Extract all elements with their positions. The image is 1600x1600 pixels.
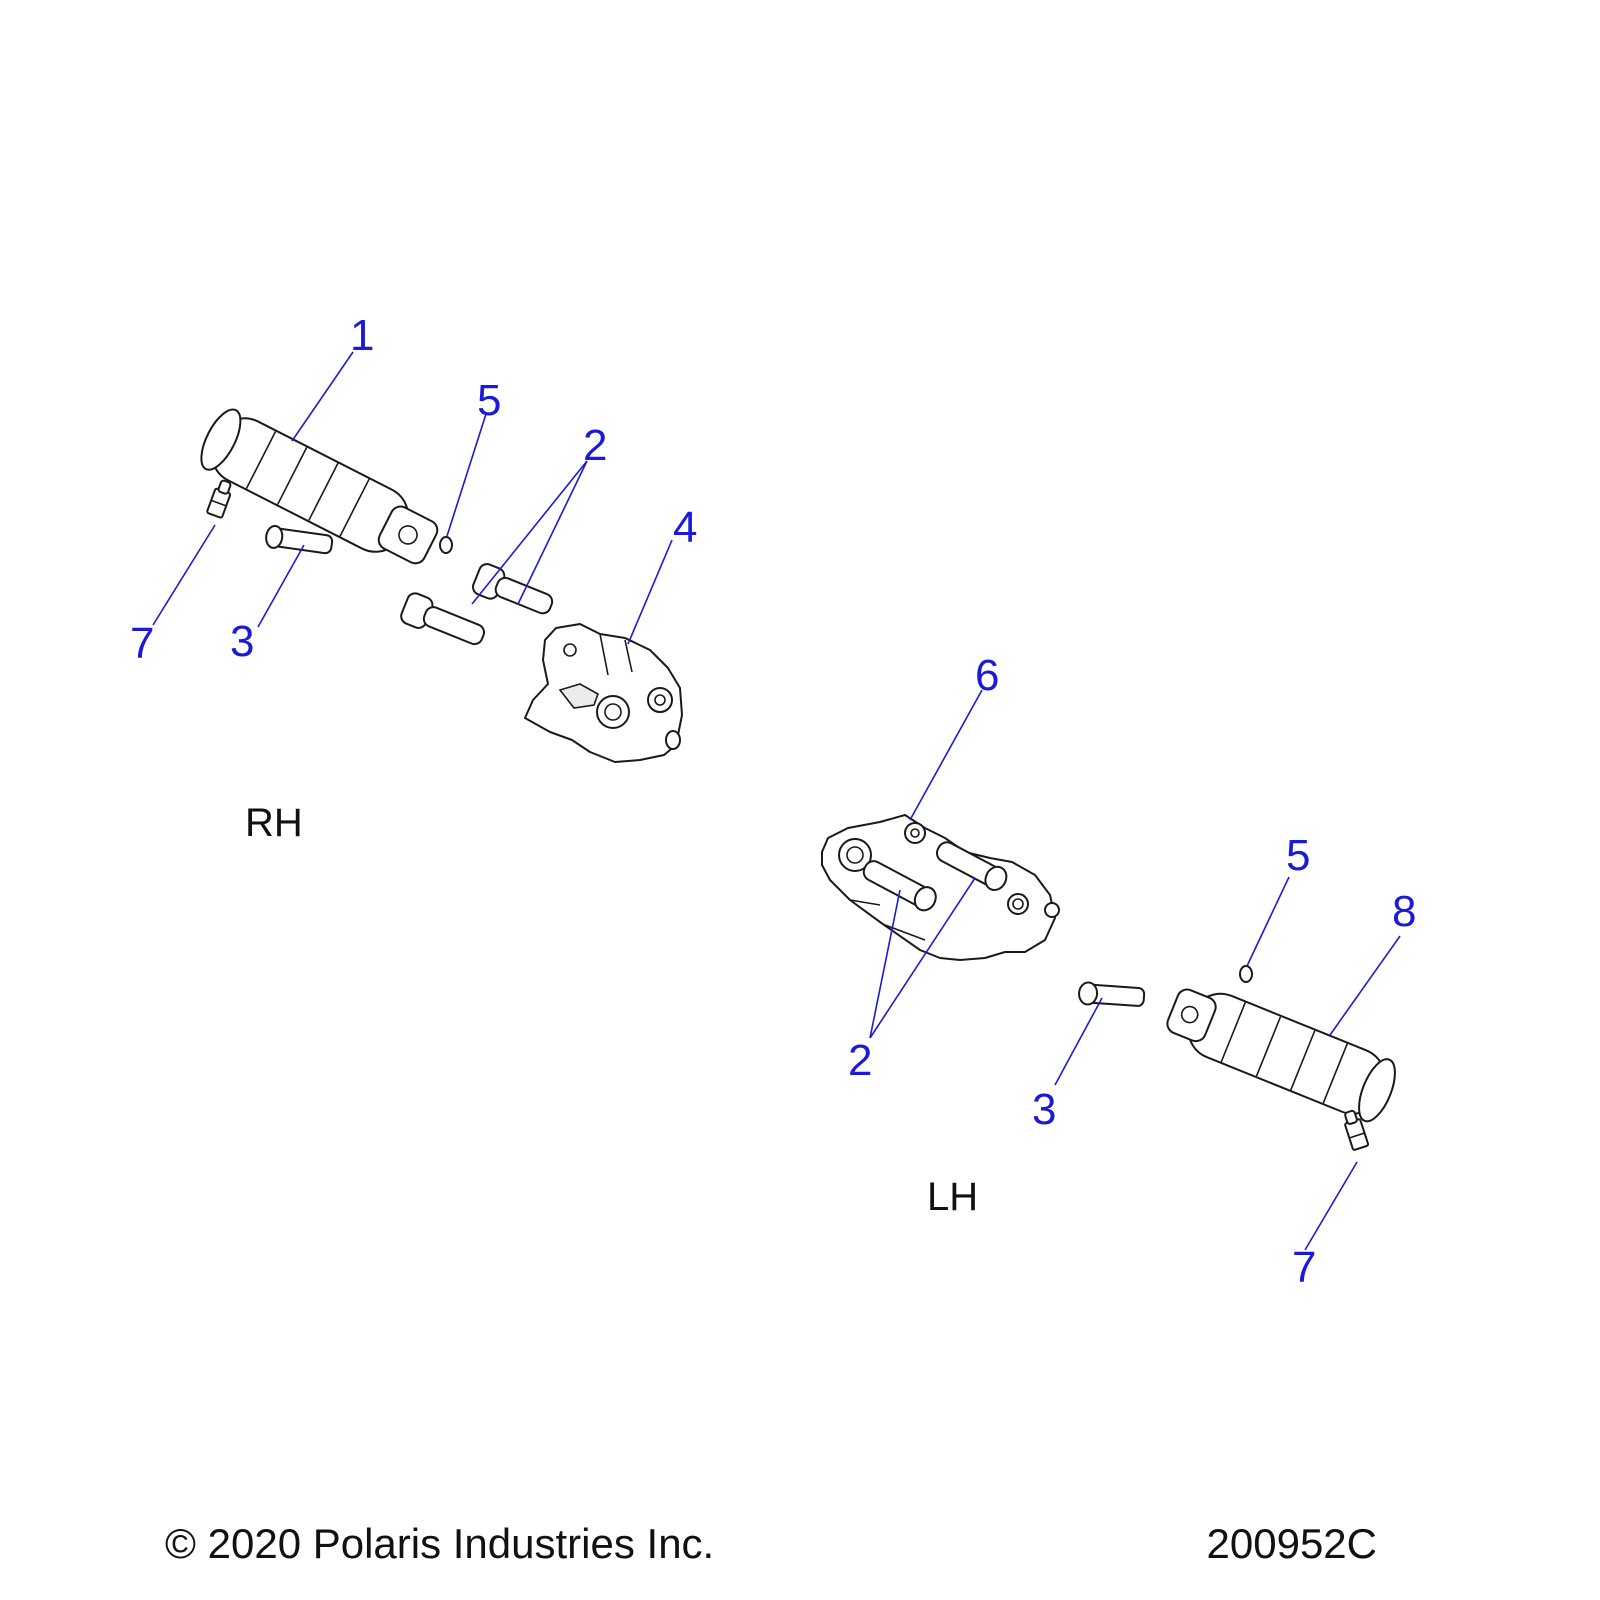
rh-leader-3 <box>257 544 305 628</box>
lh-ring-part-5 <box>1239 965 1253 983</box>
drawing-number: 200952C <box>1207 1520 1377 1567</box>
rh-bolt-part-2b <box>472 563 554 615</box>
rh-bolt-part-2a <box>400 592 485 646</box>
lh-callout-5: 5 <box>1286 831 1310 880</box>
rh-leader-5 <box>446 413 487 537</box>
lh-bracket-part-6 <box>821 814 1060 961</box>
lh-zerk-part-7 <box>1344 1109 1370 1151</box>
rh-ring-part-5 <box>439 536 453 554</box>
rh-leader-2a <box>471 460 588 605</box>
lh-pin-part-3 <box>1078 981 1146 1007</box>
lh-side-label: LH <box>927 1175 978 1219</box>
rh-side-label: RH <box>245 801 303 845</box>
lh-leader-3 <box>1054 997 1103 1086</box>
lh-leader-2a <box>869 889 901 1039</box>
rh-leader-7 <box>152 524 216 626</box>
lh-leader-5 <box>1246 876 1290 967</box>
lh-footpeg-part-8 <box>1166 988 1396 1123</box>
lh-leader-7 <box>1304 1161 1358 1251</box>
rh-callout-5: 5 <box>477 376 501 425</box>
copyright-notice: © 2020 Polaris Industries Inc. <box>165 1520 714 1567</box>
rh-bracket-part-4 <box>524 623 683 763</box>
lh-callout-2: 2 <box>848 1036 872 1085</box>
lh-callout-7: 7 <box>1292 1243 1316 1292</box>
lh-leader-8 <box>1329 935 1401 1036</box>
rh-zerk-part-7 <box>206 479 232 519</box>
rh-callout-1: 1 <box>350 311 374 360</box>
rh-callout-4: 4 <box>673 503 697 552</box>
lh-assembly: 6 5 8 2 3 7 LH <box>821 651 1416 1292</box>
rh-assembly: 1 5 2 4 7 3 RH <box>130 311 697 845</box>
rh-footpeg-part-1 <box>200 408 439 565</box>
lh-callout-6: 6 <box>975 651 999 700</box>
lh-leader-6 <box>909 689 983 821</box>
lh-leader-2b <box>869 877 976 1039</box>
lh-callout-3: 3 <box>1032 1085 1056 1134</box>
rh-leader-1 <box>291 351 354 442</box>
rh-leader-4 <box>627 539 673 645</box>
lh-callout-8: 8 <box>1392 887 1416 936</box>
rh-callout-7: 7 <box>130 619 154 668</box>
rh-leader-2b <box>517 460 588 605</box>
rh-callout-3: 3 <box>230 617 254 666</box>
rh-callout-2: 2 <box>583 421 607 470</box>
